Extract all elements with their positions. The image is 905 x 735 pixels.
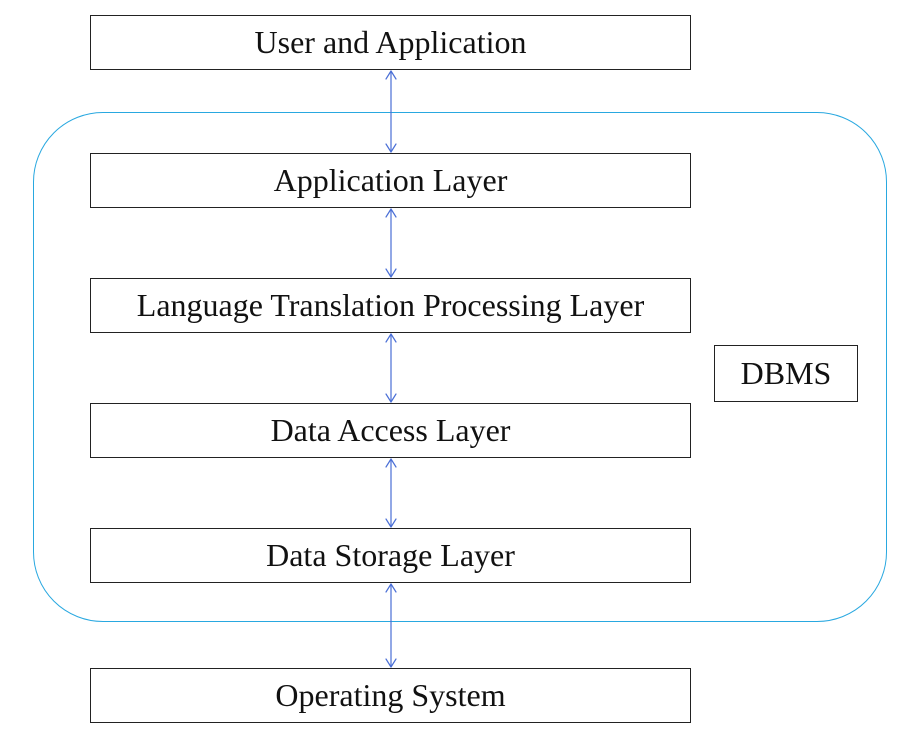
layer-data-storage: Data Storage Layer [90,528,691,583]
bidirectional-arrow [385,208,397,278]
bidirectional-arrow [385,333,397,403]
layer-label: Application Layer [273,162,508,198]
bidirectional-arrow [385,458,397,528]
layer-application: Application Layer [90,153,691,208]
layer-label: Operating System [275,677,506,713]
layer-label: Data Storage Layer [266,537,515,573]
layer-data-access: Data Access Layer [90,403,691,458]
layer-operating-system: Operating System [90,668,691,723]
dbms-label: DBMS [740,355,832,391]
bidirectional-arrow [385,70,397,153]
dbms-label-box: DBMS [714,345,858,402]
layer-label: Language Translation Processing Layer [136,287,645,323]
layer-language-translation-processing: Language Translation Processing Layer [90,278,691,333]
layer-user-and-application: User and Application [90,15,691,70]
layer-label: Data Access Layer [270,412,511,448]
layer-label: User and Application [254,24,527,60]
dbms-boundary [33,112,887,622]
bidirectional-arrow [385,583,397,668]
